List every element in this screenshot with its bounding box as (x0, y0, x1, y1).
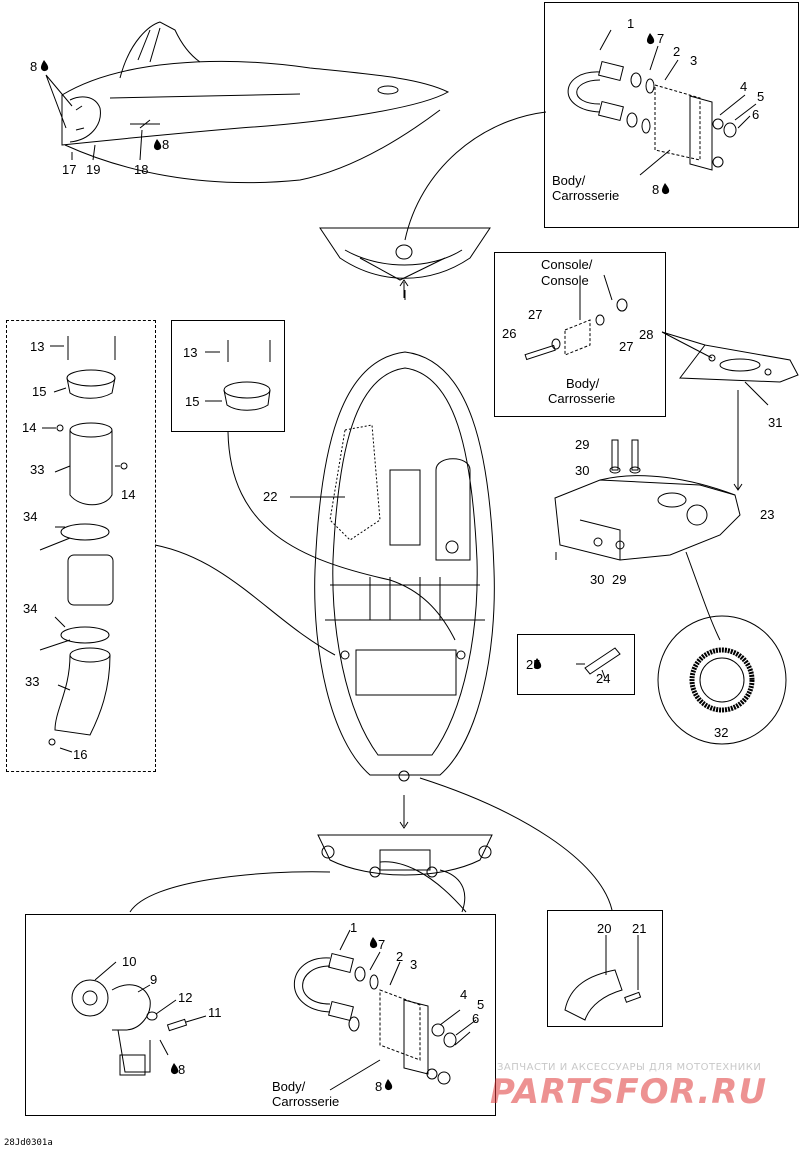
label-3-bot: 3 (410, 957, 418, 972)
label-8-botleft: 8 (178, 1062, 186, 1077)
console-label-1: Console/ (541, 257, 593, 272)
label-2-top: 2 (673, 44, 681, 59)
label-4-top: 4 (740, 79, 748, 94)
label-3-top: 3 (690, 53, 698, 68)
label-33b: 33 (25, 674, 40, 689)
label-29a: 29 (575, 437, 590, 452)
label-10: 10 (122, 954, 137, 969)
label-7-top: 7 (657, 31, 665, 46)
label-19: 19 (86, 162, 101, 177)
label-1-bot: 1 (350, 920, 358, 935)
vent-part (679, 344, 799, 383)
u-bolt-bottom (293, 929, 477, 1091)
console-label-2: Console (541, 273, 589, 288)
body-label-top-2: Carrosserie (552, 188, 620, 203)
label-30a: 30 (575, 463, 590, 478)
frame-hose (517, 634, 635, 695)
label-11: 11 (208, 1005, 222, 1020)
label-7-bot: 7 (378, 937, 386, 952)
label-14a: 14 (22, 420, 37, 435)
label-8-botmid: 8 (375, 1079, 383, 1094)
label-33a: 33 (30, 462, 45, 477)
label-2-bot: 2 (396, 949, 404, 964)
frame-console (494, 252, 666, 417)
label-8-topmid: 8 (162, 137, 170, 152)
label-27b: 27 (619, 339, 634, 354)
label-25: 25 (526, 657, 541, 672)
label-5-top: 5 (757, 89, 765, 104)
craft-hull-top (61, 21, 450, 184)
label-15-mid: 15 (185, 394, 200, 409)
label-6-top: 6 (752, 107, 760, 122)
label-4-bot: 4 (460, 987, 468, 1002)
label-18: 18 (134, 162, 149, 177)
label-16: 16 (73, 747, 88, 762)
stern-bottom-part (317, 834, 493, 878)
console-part (554, 439, 741, 561)
label-9: 9 (150, 972, 158, 987)
drawing-code: 28Jd0301a (4, 1138, 53, 1148)
bow-bottom-part (319, 227, 491, 281)
label-5-bot: 5 (477, 997, 485, 1012)
label-6-bot: 6 (472, 1011, 480, 1026)
label-26: 26 (502, 326, 517, 341)
label-22: 22 (263, 489, 278, 504)
label-14b: 14 (121, 487, 136, 502)
label-32: 32 (714, 725, 729, 740)
body-label-mid-1: Body/ (566, 376, 600, 391)
watermark-logo: PARTSFOR.RU (490, 1072, 768, 1112)
body-label-top-1: Body/ (552, 173, 586, 188)
u-bolt-top (567, 29, 757, 176)
drop-icons (40, 33, 670, 1091)
label-13-left: 13 (30, 339, 45, 354)
label-13-mid: 13 (183, 345, 198, 360)
drain-plug-assembly (71, 961, 207, 1076)
hull-main (314, 351, 495, 782)
frame-top-right (544, 2, 799, 228)
body-label-bot-1: Body/ (272, 1079, 306, 1094)
frame-left-dashed (6, 320, 156, 772)
label-34a: 34 (23, 509, 38, 524)
frame-bottom (25, 914, 496, 1116)
clip-part (564, 935, 642, 1021)
label-24: 24 (596, 671, 611, 686)
label-8-topleft: 8 (30, 59, 38, 74)
label-31: 31 (768, 415, 783, 430)
body-label-bot-2: Carrosserie (272, 1094, 340, 1109)
label-30b: 30 (590, 572, 605, 587)
label-1-top: 1 (627, 16, 635, 31)
label-29b: 29 (612, 572, 627, 587)
body-label-mid-2: Carrosserie (548, 391, 616, 406)
frame-clip (547, 910, 663, 1027)
label-15-left: 15 (32, 384, 47, 399)
label-8-topright: 8 (652, 182, 660, 197)
label-23: 23 (760, 507, 775, 522)
frame-mid-cover (171, 320, 285, 432)
watermark-caption: ЗАПЧАСТИ И АКСЕССУАРЫ ДЛЯ МОТОТЕХНИКИ (497, 1062, 762, 1073)
vent-cover-mid (205, 340, 271, 411)
label-21: 21 (632, 921, 647, 936)
label-28: 28 (639, 327, 654, 342)
label-12: 12 (178, 990, 193, 1005)
label-17: 17 (62, 162, 77, 177)
label-20: 20 (597, 921, 612, 936)
console-fasteners (524, 274, 628, 361)
vent-assembly-left (39, 336, 128, 753)
label-27a: 27 (528, 307, 543, 322)
label-34b: 34 (23, 601, 38, 616)
